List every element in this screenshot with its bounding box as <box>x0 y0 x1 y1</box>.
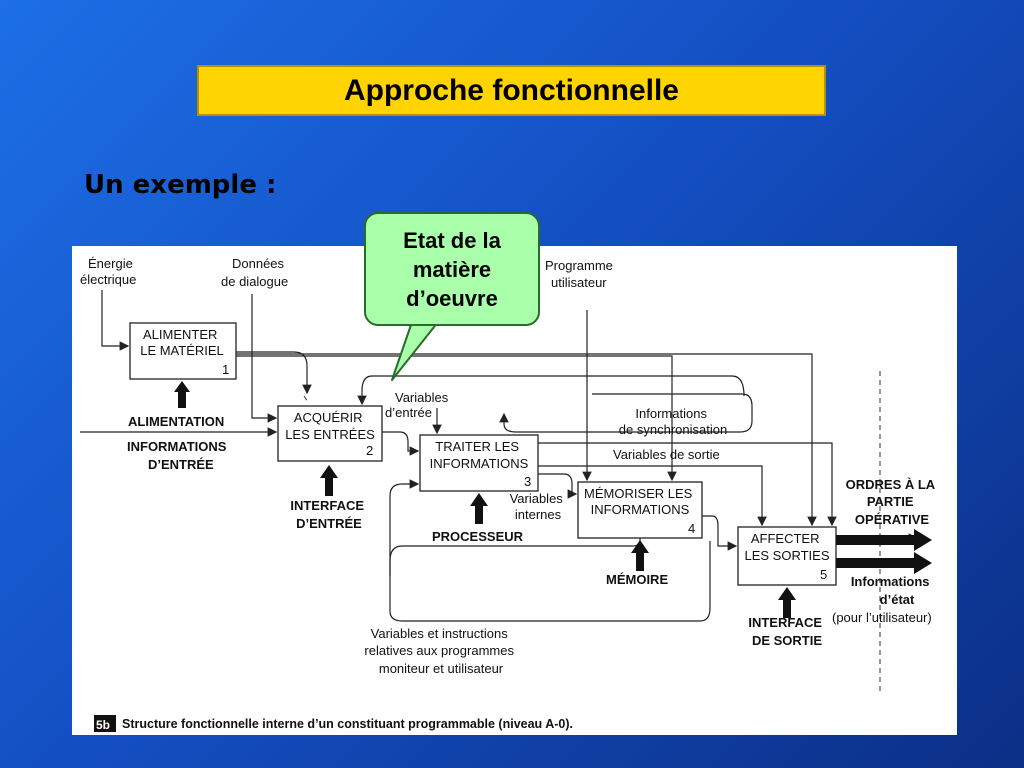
caption-figure-marker <box>94 715 116 732</box>
input-programme: Programme utilisateur <box>545 258 617 290</box>
arrow-processeur <box>470 493 488 524</box>
arrow-alimentation <box>174 381 190 408</box>
control-arrows <box>174 381 932 618</box>
callout-etat-matiere: Etat de la matière d’oeuvre <box>364 212 540 326</box>
box-memoriser: MÉMORISER LES INFORMATIONS 4 <box>577 481 703 539</box>
input-donnees: Données de dialogue <box>221 256 288 289</box>
label-alimentation: ALIMENTATION <box>128 414 224 429</box>
label-variables-internes: Variables internes <box>510 491 567 522</box>
box-memoriser-num: 4 <box>688 521 695 536</box>
box-traiter: TRAITER LES INFORMATIONS 3 <box>419 434 539 492</box>
label-memoire: MÉMOIRE <box>606 572 668 587</box>
label-interface-sortie: INTERFACE DE SORTIE <box>748 615 825 648</box>
caption-figure-number: 5b <box>96 718 110 732</box>
box-affecter-label: AFFECTER LES SORTIES <box>744 531 829 563</box>
callout-line: Etat de la <box>403 227 501 253</box>
arrow-interface-entree <box>320 465 338 496</box>
box-affecter: AFFECTER LES SORTIES 5 <box>737 526 837 586</box>
arrow-interface-sortie <box>778 587 796 618</box>
box-affecter-num: 5 <box>820 567 827 582</box>
label-pour-utilisateur: (pour l’utilisateur) <box>832 610 932 625</box>
box-alimenter: ALIMENTER LE MATÉRIEL 1 <box>129 322 237 380</box>
input-variables-entree: Variables d’entrée <box>385 390 452 420</box>
box-alimenter-label: ALIMENTER LE MATÉRIEL <box>140 327 224 358</box>
box-alimenter-num: 1 <box>222 362 229 377</box>
callout-line: matière <box>412 256 492 282</box>
label-informations-sync: Informations de synchronisation <box>619 406 727 437</box>
box-acquerir-num: 2 <box>366 443 373 458</box>
arrow-informations-etat <box>836 552 932 574</box>
label-informations-entree: INFORMATIONS D’ENTRÉE <box>127 439 230 472</box>
label-ordres: ORDRES À LA PARTIE OPÉRATIVE <box>846 477 939 527</box>
label-interface-entree: INTERFACE D’ENTRÉE <box>290 498 367 531</box>
box-acquerir: ACQUÉRIR LES ENTRÉES 2 <box>277 405 383 462</box>
label-variables-sortie: Variables de sortie <box>613 447 720 462</box>
label-processeur: PROCESSEUR <box>432 529 524 544</box>
slide-subtitle: Un exemple : <box>84 170 277 200</box>
box-memoriser-label: MÉMORISER LES INFORMATIONS <box>584 486 696 517</box>
slide-title: Approche fonctionnelle <box>197 65 826 116</box>
arrow-memoire <box>631 540 649 571</box>
box-traiter-label: TRAITER LES INFORMATIONS <box>430 439 529 471</box>
box-acquerir-label: ACQUÉRIR LES ENTRÉES <box>285 410 375 442</box>
box-traiter-num: 3 <box>524 474 531 489</box>
callout-line: d’oeuvre <box>406 285 498 311</box>
diagram-panel: Énergie électrique Données de dialogue V… <box>72 246 957 735</box>
input-energie: Énergie électrique <box>80 256 136 287</box>
label-variables-instructions: Variables et instructions relatives aux … <box>364 626 517 676</box>
label-informations-etat: Informations d’état <box>851 574 933 607</box>
arrow-ordres <box>836 529 932 551</box>
functional-diagram: Énergie électrique Données de dialogue V… <box>80 256 939 732</box>
caption-text: Structure fonctionnelle interne d’un con… <box>122 717 573 731</box>
